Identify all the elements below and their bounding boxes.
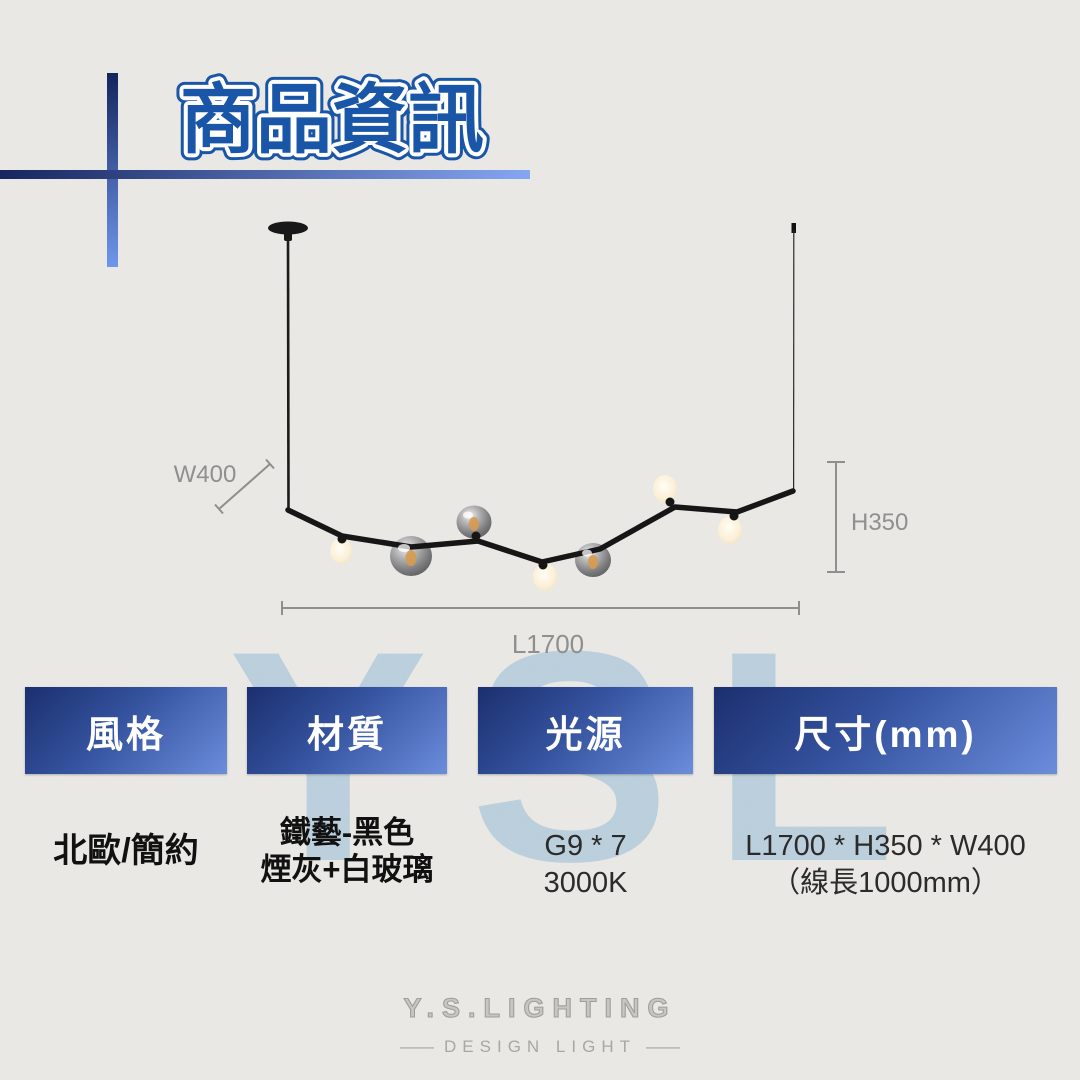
filament-glow [588, 555, 598, 569]
dim-tick [265, 458, 275, 470]
spec-header-light-source: 光源 [478, 687, 693, 774]
spec-block-style: 風格 北歐/簡約 [25, 687, 227, 887]
h350-label: H350 [851, 509, 908, 536]
spec-header-style: 風格 [25, 687, 227, 774]
pendant-lamp-image [268, 221, 796, 591]
tagline-dash-right: —— [645, 1037, 680, 1056]
brand-tagline: DESIGN LIGHT [444, 1037, 636, 1056]
lamp-zigzag-bar [285, 488, 796, 565]
left-support-rod [286, 237, 290, 512]
bulb-socket [337, 534, 347, 544]
cross-horizontal-bar [0, 170, 530, 179]
smoke-glass-bulb [390, 536, 432, 576]
page-title-halo: 商品資訊 [180, 78, 484, 163]
white-glass-bulb [533, 563, 557, 591]
smoke-glass-bulb [575, 543, 611, 577]
page-title: 商品資訊 商品資訊 商品資訊 [173, 71, 491, 170]
cross-vertical-bar [107, 73, 118, 267]
glass-highlight [398, 544, 410, 552]
white-glass-bulb [330, 538, 352, 564]
spec-value-line: L1700 * H350 * W400 [745, 830, 1026, 862]
bulb-socket [729, 511, 739, 521]
spec-header-material: 材質 [247, 687, 447, 774]
bulb-socket [538, 560, 548, 570]
glass-highlight [582, 549, 592, 557]
filament-glow [469, 517, 479, 531]
brand-tagline-row: —— DESIGN LIGHT —— [0, 1037, 1080, 1057]
right-wire-anchor [791, 223, 796, 233]
white-glass-bulb [653, 475, 677, 503]
page-title-outline: 商品資訊 [180, 78, 484, 163]
ceiling-canopy [268, 221, 308, 235]
spec-block-dimensions: 尺寸(mm) L1700 * H350 * W400 （線長1000mm） [714, 687, 1057, 907]
footer: Y.S.LIGHTING —— DESIGN LIGHT —— [0, 992, 1080, 1057]
page-title-text: 商品資訊 [180, 78, 484, 163]
bulb-socket [471, 531, 481, 541]
dim-tick [214, 503, 224, 515]
bulb-socket [665, 497, 675, 507]
white-glass-bulb [718, 516, 742, 544]
glass-highlight [463, 511, 473, 519]
w400-dim-line [218, 463, 271, 510]
smoke-glass-bulb [456, 505, 492, 539]
spec-header-dimensions: 尺寸(mm) [714, 687, 1057, 774]
spec-block-material: 材質 鐵藝-黑色 煙灰+白玻璃 [247, 687, 447, 907]
spec-values-dimensions: L1700 * H350 * W400 （線長1000mm） [645, 828, 1080, 902]
spec-value-line: （線長1000mm） [771, 867, 1000, 899]
w400-label: W400 [174, 461, 237, 488]
title-cross-decoration [0, 73, 530, 267]
canopy-stem [284, 230, 292, 241]
brand-logo-text: Y.S.LIGHTING [403, 992, 677, 1023]
filament-glow [405, 550, 417, 566]
tagline-dash-left: —— [400, 1037, 435, 1056]
